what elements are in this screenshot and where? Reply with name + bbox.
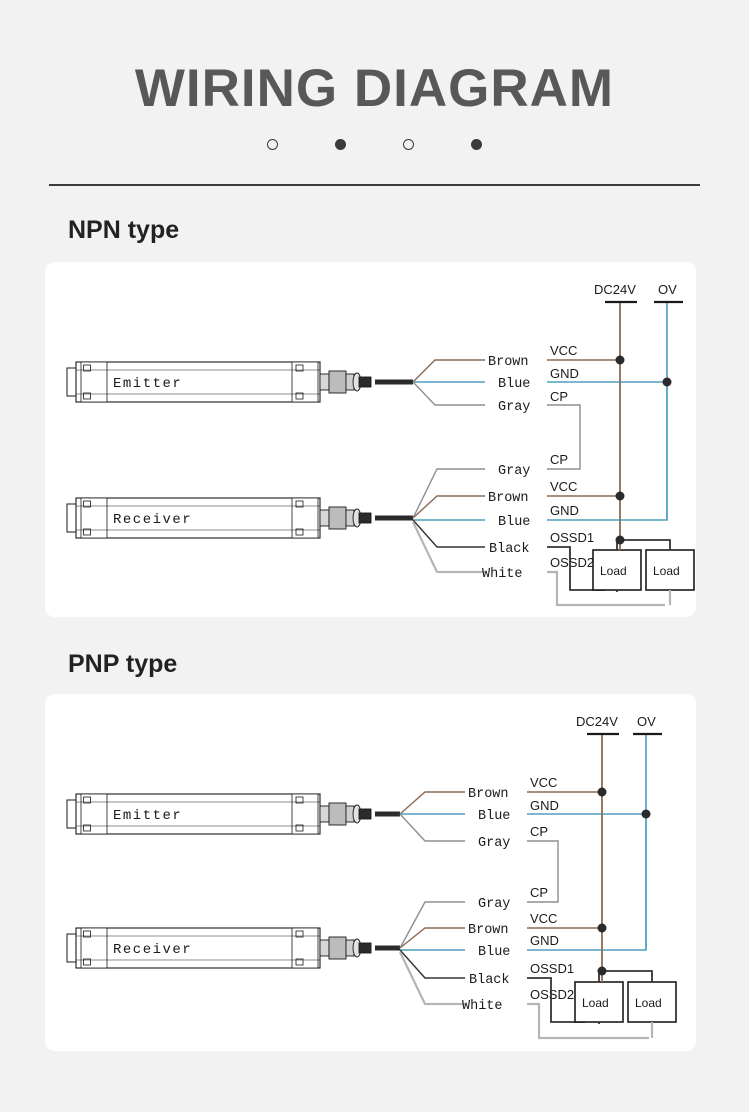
pnp-emitter-signal-2: CP [530,824,548,839]
pnp-emitter-wire-label-2: Gray [478,836,510,851]
pnp-receiver-signal-3: OSSD1 [530,961,574,976]
npn-load-2: Load [645,549,695,591]
npn-node-emitter-gnd [662,377,672,387]
npn-receiver-wire-label-2: Blue [498,515,530,530]
npn-receiver-device [66,497,321,539]
npn-emitter-wire-label-2: Gray [498,400,530,415]
pnp-ossd2-run [527,1002,649,1040]
pnp-receiver-wire-label-2: Blue [478,945,510,960]
pnp-load-2: Load [627,981,677,1023]
pnp-emitter-wire-label-0: Brown [468,787,509,802]
pnp-emitter-label: Emitter [113,808,182,824]
dot-2-icon [335,139,346,150]
npn-emitter-signal-2: CP [550,389,568,404]
npn-receiver-signal-0: CP [550,452,568,467]
pnp-diagram-card: Emitter Brown Blue Gray VCC GND CP [45,694,696,1051]
npn-load-2-label: Load [653,564,680,578]
npn-receiver-wire-brown [412,495,485,519]
npn-node-emitter-vcc [615,355,625,365]
pnp-rail-label-power: DC24V [576,714,618,729]
npn-emitter-label: Emitter [113,376,182,392]
npn-emitter-wire-label-1: Blue [498,377,530,392]
npn-load-1-label: Load [600,564,627,578]
pnp-node-receiver-vcc [597,923,607,933]
pnp-emitter-connector-icon [319,802,372,826]
pnp-receiver-label: Receiver [113,942,192,958]
npn-receiver-signal-2: GND [550,503,579,518]
npn-receiver-wire-label-4: White [482,567,523,582]
dot-1-icon [267,139,278,150]
npn-receiver-wire-gray [412,468,485,519]
pnp-emitter-wire-gray [399,813,465,842]
npn-receiver-signal-3: OSSD1 [550,530,594,545]
npn-load-1: Load [592,549,642,591]
npn-node-load-bus [615,535,625,545]
pnp-emitter-signal-0: VCC [530,775,557,790]
npn-emitter-device [66,361,321,403]
decorative-dots [0,139,749,150]
npn-svg: Emitter Brown Blue Gray VCC G [66,282,695,607]
pnp-node-load-bus [597,966,607,976]
npn-receiver-wire-white [412,521,485,574]
pnp-receiver-wire-label-0: Gray [478,897,510,912]
npn-emitter-wire-label-0: Brown [488,355,529,370]
pnp-receiver-wire-black [399,949,465,979]
npn-receiver-connector-icon [319,506,372,530]
npn-rail-label-ground: OV [658,282,677,297]
section-title-npn: NPN type [68,216,180,244]
npn-diagram-card: Emitter Brown Blue Gray VCC G [45,262,696,617]
npn-load-top-bus [616,539,671,550]
npn-emitter-wire-brown [412,359,485,383]
npn-rail-label-power: DC24V [594,282,636,297]
header-divider [49,184,700,186]
pnp-receiver-wire-label-1: Brown [468,923,509,938]
npn-ossd2-run [547,570,665,607]
npn-ossd1-run [547,546,605,591]
pnp-receiver-signal-1: VCC [530,911,557,926]
pnp-emitter-wire-brown [399,791,465,815]
pnp-load-2-label: Load [635,996,662,1010]
pnp-receiver-wire-white [399,951,465,1006]
pnp-rail-label-ground: OV [637,714,656,729]
pnp-ossd1-run [527,977,585,1023]
section-title-pnp: PNP type [68,650,178,678]
npn-receiver-label: Receiver [113,512,192,528]
pnp-receiver-device [66,927,321,969]
npn-receiver-wire-label-1: Brown [488,491,529,506]
npn-receiver-wire-label-0: Gray [498,464,530,479]
npn-emitter-signal-0: VCC [550,343,577,358]
npn-receiver-signal-4: OSSD2 [550,555,594,570]
pnp-emitter-signal-1: GND [530,798,559,813]
pnp-svg: Emitter Brown Blue Gray VCC GND CP [66,714,677,1040]
pnp-receiver-wire-gray [399,901,465,949]
npn-emitter-connector-icon [319,370,372,394]
page-title: WIRING DIAGRAM [134,59,615,118]
dot-4-icon [471,139,482,150]
pnp-receiver-signal-4: OSSD2 [530,987,574,1002]
dot-3-icon [403,139,414,150]
pnp-receiver-signal-0: CP [530,885,548,900]
npn-emitter-wire-gray [412,381,485,406]
pnp-receiver-wire-brown [399,927,465,949]
pnp-receiver-wire-label-4: White [462,999,503,1014]
pnp-emitter-device [66,793,321,835]
pnp-receiver-wire-label-3: Black [469,973,510,988]
npn-receiver-signal-1: VCC [550,479,577,494]
pnp-load-1: Load [574,981,624,1023]
npn-node-receiver-vcc [615,491,625,501]
pnp-receiver-signal-2: GND [530,933,559,948]
pnp-cp-link [527,840,559,903]
pnp-node-emitter-vcc [597,787,607,797]
npn-emitter-signal-1: GND [550,366,579,381]
pnp-load-1-label: Load [582,996,609,1010]
npn-schematic: Emitter Brown Blue Gray VCC G [45,262,696,617]
npn-cp-link [547,404,581,470]
npn-receiver-wire-black [412,519,485,548]
pnp-receiver-connector-icon [319,936,372,960]
pnp-node-emitter-gnd [641,809,651,819]
npn-receiver-wire-label-3: Black [489,542,530,557]
pnp-emitter-wire-label-1: Blue [478,809,510,824]
pnp-schematic: Emitter Brown Blue Gray VCC GND CP [45,694,696,1051]
pnp-load-top-bus [598,970,653,982]
